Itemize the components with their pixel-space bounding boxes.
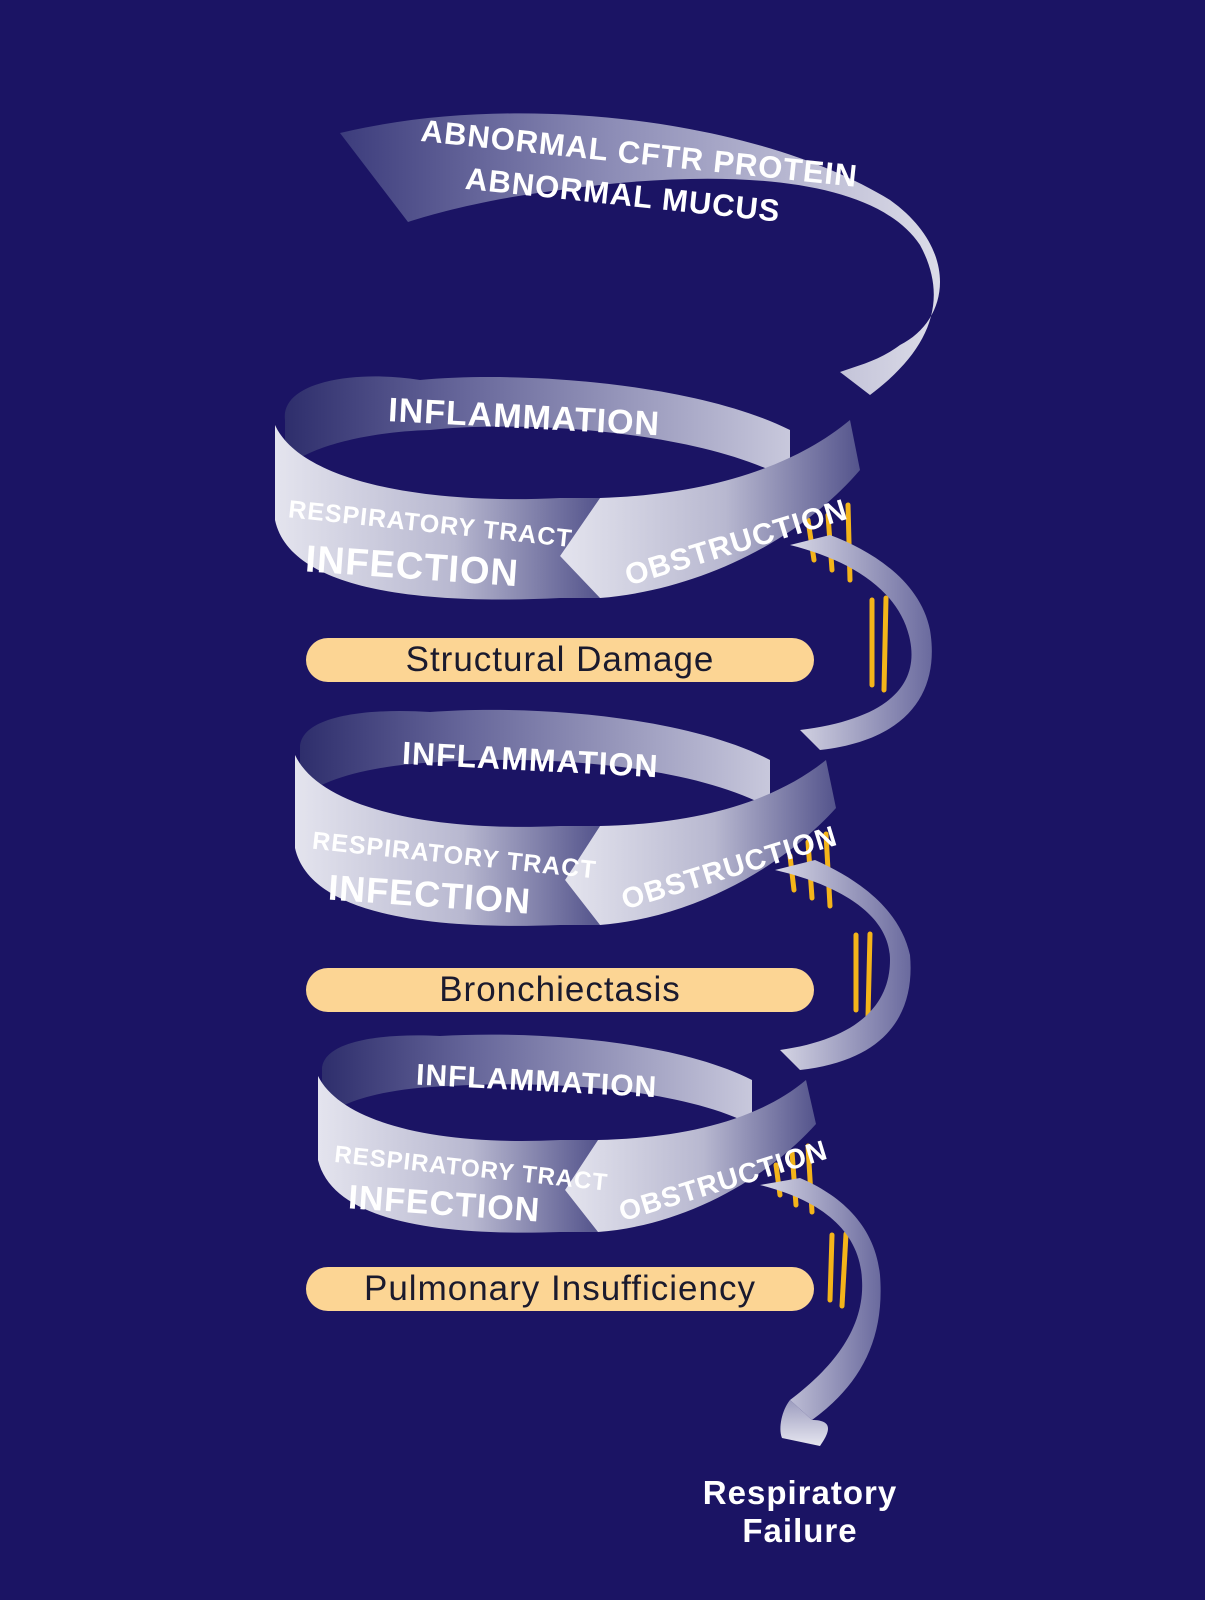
stage-bronchiectasis: Bronchiectasis <box>306 968 814 1012</box>
cycle-3-infection-band <box>318 1076 598 1233</box>
cycle-3-back-band <box>322 1034 752 1125</box>
cycle-1: INFLAMMATION RESPIRATORY TRACT INFECTION… <box>275 376 860 600</box>
cycle-2-obstruction-band <box>565 760 836 925</box>
cycle-3-obstruction-band <box>565 1080 816 1232</box>
stage-pulmonary-insufficiency: Pulmonary Insufficiency <box>306 1267 814 1311</box>
top-ribbon: ABNORMAL CFTR PROTEIN ABNORMAL MUCUS <box>340 113 940 396</box>
cycle-1-infection-band <box>275 425 600 600</box>
cycle-2: INFLAMMATION RESPIRATORY TRACT INFECTION… <box>295 709 841 926</box>
cycle-3: INFLAMMATION RESPIRATORY TRACT INFECTION… <box>318 1034 831 1233</box>
outcome-line1: Respiratory <box>702 1474 898 1511</box>
cycle-2-back-band <box>300 709 770 808</box>
cycle-1-back-band <box>284 376 790 480</box>
cycle-1-obstruction-band <box>560 420 860 598</box>
cycle-2-infection-band <box>295 755 600 926</box>
ribbon-tail <box>780 1400 829 1446</box>
outcome-label: Respiratory Failure <box>660 1474 940 1550</box>
helix-twists <box>760 535 932 1446</box>
outcome-line2: Failure <box>742 1512 858 1549</box>
stage-structural-damage: Structural Damage <box>306 638 814 682</box>
top-ribbon-band <box>340 113 940 396</box>
